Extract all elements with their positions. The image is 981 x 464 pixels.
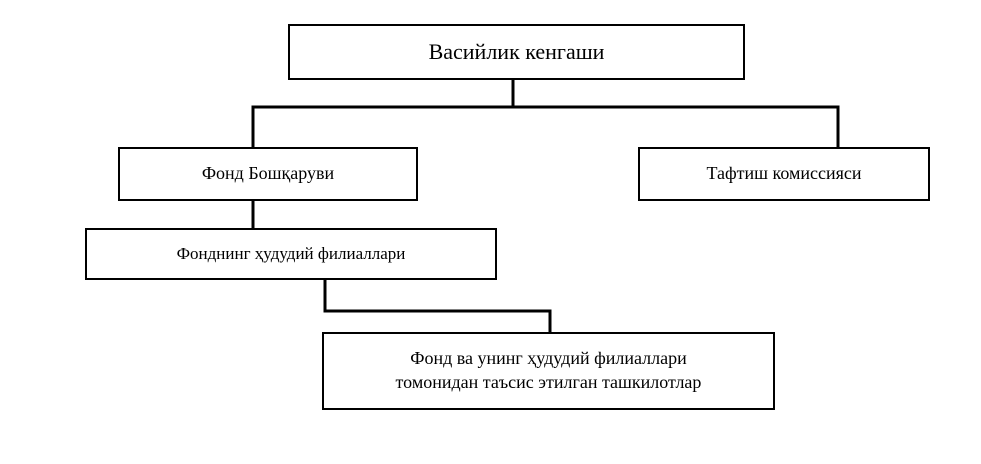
- node-label: Фонд Бошқаруви: [201, 163, 335, 184]
- node-tashkilotlar[interactable]: Фонд ва унинг ҳудудий филиаллари томонид…: [322, 332, 775, 410]
- node-label: Фонд ва унинг ҳудудий филиаллари томонид…: [395, 348, 702, 392]
- node-label: Тафтиш комиссияси: [706, 163, 862, 184]
- node-fond-boshqaruvi[interactable]: Фонд Бошқаруви: [118, 147, 418, 201]
- node-taftish-komissiyasi[interactable]: Тафтиш комиссияси: [638, 147, 930, 201]
- node-label: Васийлик кенгаши: [428, 39, 605, 65]
- node-vasiylik-kengashi[interactable]: Васийлик кенгаши: [288, 24, 745, 80]
- connector-branches-to-organizations: [323, 278, 552, 334]
- node-label: Фонднинг ҳудудий филиаллари: [176, 243, 406, 263]
- node-fondning-hududiy-filiallari[interactable]: Фонднинг ҳудудий филиаллари: [85, 228, 497, 280]
